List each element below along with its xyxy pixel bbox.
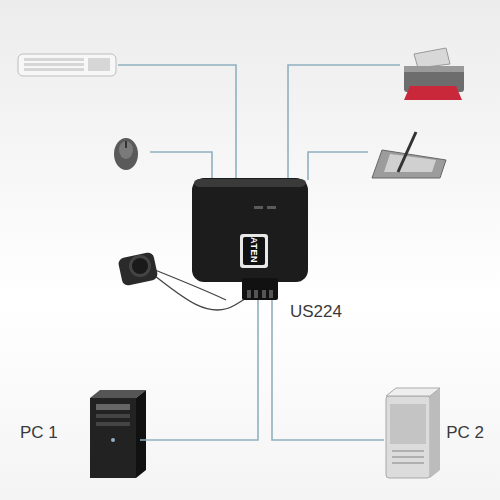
mouse: [114, 138, 138, 170]
computer-label: PC 2: [446, 423, 484, 443]
computer-box: PC 1: [20, 398, 140, 478]
printer: [404, 48, 464, 100]
keyboard: [18, 54, 116, 76]
brand-logo: ATEN: [249, 228, 259, 272]
model-name: US224: [290, 302, 342, 322]
computer-box: PC 2: [384, 388, 484, 478]
pc-tower: [90, 390, 146, 478]
usb-cable: [140, 300, 258, 440]
computer-label: PC 1: [20, 423, 58, 443]
usb-switch: [192, 178, 308, 300]
drawing-tablet: [372, 132, 446, 178]
usb-cable: [272, 300, 384, 440]
peripheral-wires: [118, 65, 400, 180]
switch-box: US224: [192, 178, 308, 300]
pc-tower: [386, 388, 440, 478]
